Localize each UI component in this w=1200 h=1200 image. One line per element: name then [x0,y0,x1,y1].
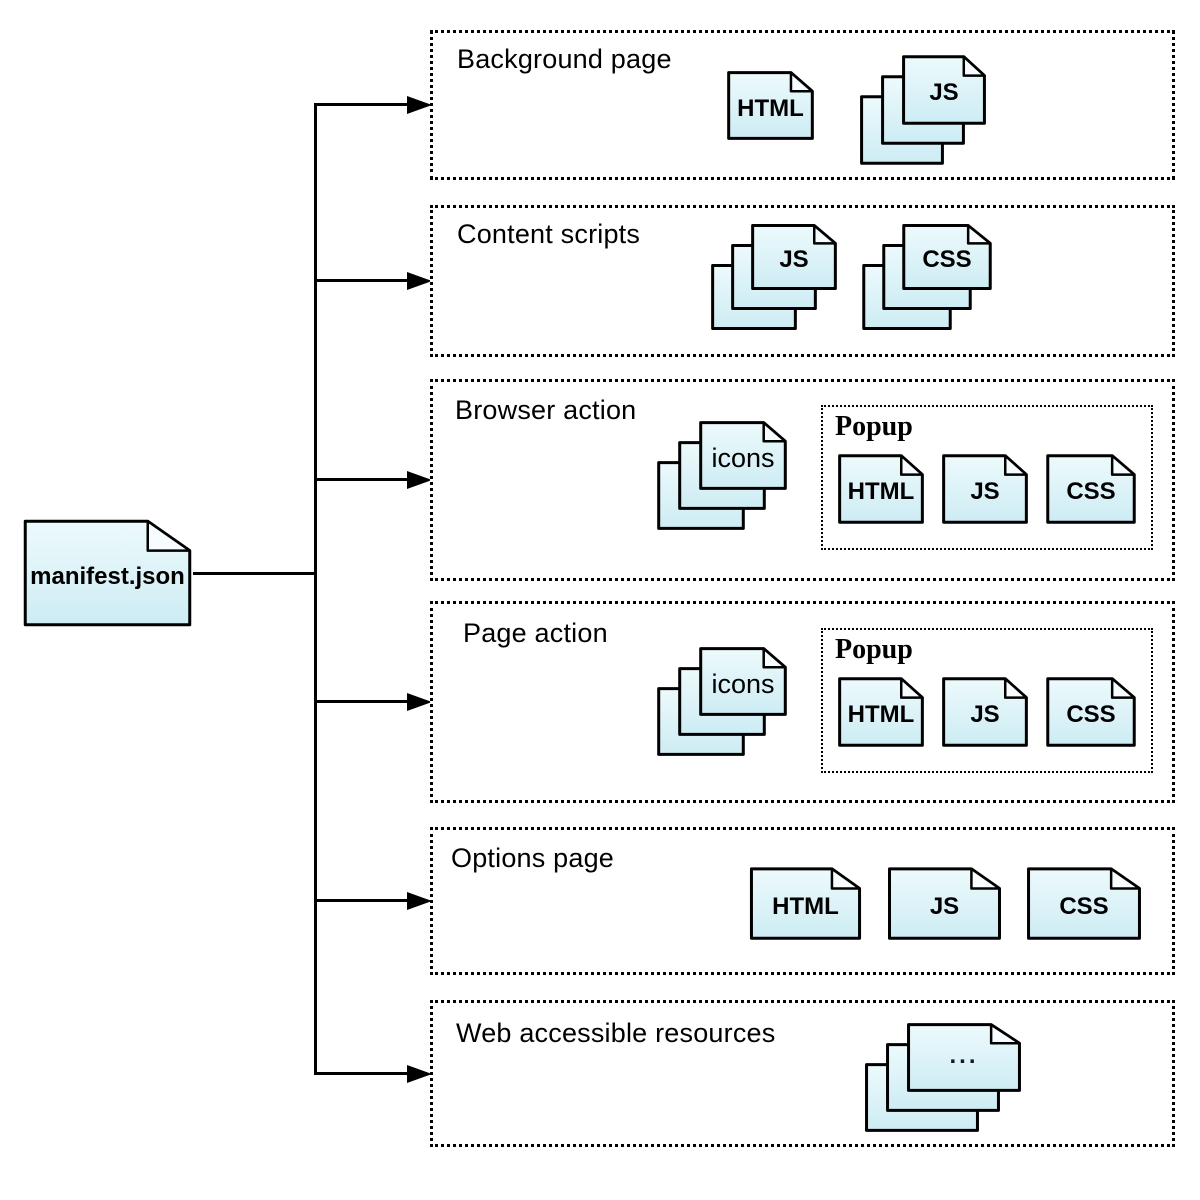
popup-label: Popup [835,411,913,442]
file-icon-more: ... [905,1022,1023,1093]
file-stack-more: ... [863,1022,1023,1133]
popup-box: Popup HTML JS CSS [821,405,1153,550]
arrowhead-icon [407,95,432,114]
section-label: Web accessible resources [456,1018,776,1048]
section-box-options-page: Options page HTML JS CSS [430,827,1175,975]
file-icon-html: HTML [726,70,815,141]
file-icon-html: HTML [837,676,925,748]
file-icon-label: JS [779,246,809,273]
file-stack-js: JS [859,54,987,166]
section-box-page-action: Page action icons Popup HTML JS [430,601,1175,803]
section-label: Browser action [455,395,637,425]
file-icon-js: JS [886,866,1003,941]
section-box-content-scripts: Content scripts JS CSS [430,205,1175,357]
section-box-browser-action: Browser action icons Popup HTML JS [430,379,1175,581]
section-label: Background page [457,44,672,74]
section-box-web-accessible-resources: Web accessible resources ... [430,1000,1175,1147]
branch-line-web-accessible-resources [314,1072,409,1075]
section-label: Options page [451,843,615,873]
trunk-line [314,103,317,1075]
file-icon-label: HTML [847,478,915,505]
branch-line-browser-action [314,478,409,481]
file-icon-html: HTML [748,866,863,941]
file-icon-label: CSS [1059,892,1109,920]
file-icon-label: HTML [737,94,804,122]
file-icon-js: JS [750,223,838,291]
file-icon-label: CSS [922,246,972,273]
section-box-background-page: Background page HTML JS [430,30,1175,180]
file-icon-js: JS [941,676,1029,748]
arrowhead-icon [407,271,432,290]
file-icon-js: JS [941,453,1029,525]
file-stack-icons: icons [656,646,788,757]
section-label: Page action [463,618,608,648]
popup-label: Popup [835,634,913,665]
section-label: Content scripts [457,219,641,249]
file-stack-js: JS [710,223,838,331]
file-icon-icons: icons [698,646,788,717]
branch-line-options-page [314,899,409,902]
file-icon-css: CSS [1045,676,1137,748]
file-icon-label: HTML [772,892,839,920]
file-icon-label: CSS [1066,478,1116,505]
arrowhead-icon [407,891,432,910]
file-icon-label: icons [711,443,775,473]
manifest-connector-line [193,572,317,575]
branch-line-background-page [314,103,409,106]
file-icon-label: CSS [1066,701,1116,728]
branch-line-content-scripts [314,279,409,282]
popup-box: Popup HTML JS CSS [821,628,1153,773]
file-icon-label: ... [949,1041,979,1069]
file-icon-css: CSS [1045,453,1137,525]
file-stack-icons: icons [656,420,788,531]
file-icon-label: HTML [847,701,915,728]
manifest-label: manifest.json [30,563,185,590]
file-icon-label: icons [711,669,775,699]
file-icon-icons: icons [698,420,788,491]
arrowhead-icon [407,1064,432,1083]
file-icon-label: JS [970,701,1000,728]
manifest-file-icon: manifest.json [20,517,195,629]
file-stack-css: CSS [861,223,993,331]
file-icon-css: CSS [1025,866,1143,941]
file-icon-html: HTML [837,453,925,525]
file-icon-js: JS [901,54,987,126]
file-icon-label: JS [970,478,1000,505]
file-icon-label: JS [929,79,959,106]
file-icon-label: JS [929,892,960,920]
file-icon-css: CSS [901,223,993,291]
branch-line-page-action [314,700,409,703]
arrowhead-icon [407,470,432,489]
arrowhead-icon [407,692,432,711]
